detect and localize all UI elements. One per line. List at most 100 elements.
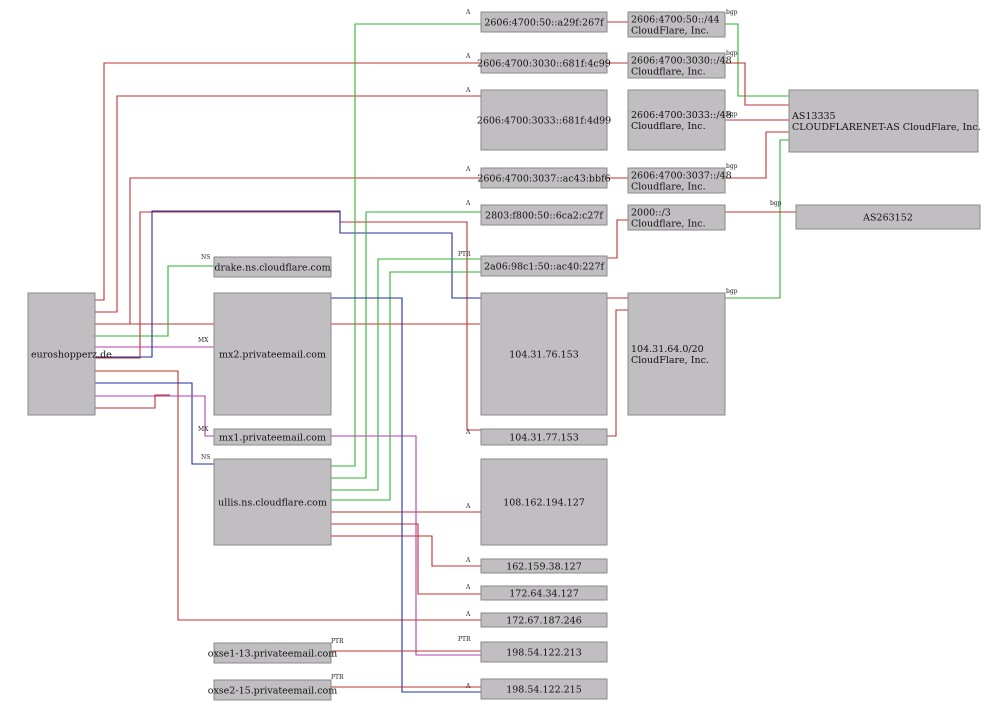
node-as2[interactable]: AS263152 [795, 204, 981, 230]
edge-28 [607, 309, 628, 437]
node-box [27, 292, 96, 416]
node-label: 2606:4700:50::a29f:267f [484, 18, 605, 29]
node-box [480, 255, 608, 277]
node-oxse1[interactable]: oxse1-13.privateemail.com [208, 642, 338, 664]
node-ip6c[interactable]: 2606:4700:3033::681f:4d99 [477, 89, 611, 151]
node-ip6d[interactable]: 2606:4700:3037::ac43:bbf6 [477, 167, 611, 189]
edges-layer: AAANSMXAANSMXAAPTRAAAAPTRPTRPTRbgpbgpbgp… [95, 9, 796, 693]
node-label: Cloudflare, Inc. [631, 67, 706, 78]
edge-label: MX [198, 337, 209, 344]
edge-4 [95, 265, 214, 337]
node-box [480, 678, 608, 700]
edge-label: A [465, 53, 471, 60]
node-ip4h[interactable]: 198.54.122.215 [480, 678, 608, 700]
node-label: AS263152 [862, 213, 913, 224]
node-box [213, 292, 332, 416]
edge-9 [95, 382, 214, 465]
edge-label: bgp [726, 288, 738, 295]
edge-13 [331, 211, 481, 479]
edge-14 [331, 258, 481, 491]
node-box [627, 167, 726, 194]
node-label: drake.ns.cloudflare.com [214, 263, 330, 274]
node-mx1[interactable]: mx1.privateemail.com [213, 428, 332, 446]
node-label: Cloudflare, Inc. [631, 219, 706, 230]
node-ip6b[interactable]: 2606:4700:3030::681f:4c99 [477, 52, 611, 74]
edge-label: A [465, 557, 471, 564]
node-box [213, 642, 332, 664]
node-label: AS13335 [791, 111, 836, 122]
node-box [795, 204, 981, 230]
node-ip4d[interactable]: 162.159.38.127 [480, 558, 608, 574]
node-box [480, 11, 608, 33]
edge-label: bgp [770, 200, 782, 207]
node-ip4a[interactable]: 104.31.76.153 [480, 292, 608, 416]
node-mx2[interactable]: mx2.privateemail.com [213, 292, 332, 416]
edge-label: PTR [331, 674, 344, 681]
node-label: oxse1-13.privateemail.com [208, 649, 338, 660]
node-label: oxse2-15.privateemail.com [208, 686, 338, 697]
node-ip4b[interactable]: 104.31.77.153 [480, 428, 608, 446]
node-ullis[interactable]: ullis.ns.cloudflare.com [213, 458, 332, 546]
node-ip4f[interactable]: 172.67.187.246 [480, 612, 608, 628]
node-ip4c[interactable]: 108.162.194.127 [480, 458, 608, 546]
edge-10 [95, 395, 214, 437]
node-box [213, 256, 332, 278]
node-ip6a[interactable]: 2606:4700:50::a29f:267f [480, 11, 608, 33]
node-label: 2606:4700:3030::681f:4c99 [477, 59, 611, 70]
node-ip4e[interactable]: 172.64.34.127 [480, 585, 608, 601]
edge-label: A [465, 429, 471, 436]
node-drake[interactable]: drake.ns.cloudflare.com [213, 256, 332, 278]
node-label: 2606:4700:3033::681f:4d99 [477, 116, 611, 127]
node-box [213, 458, 332, 546]
edge-26 [607, 219, 628, 259]
node-box [480, 585, 608, 601]
edge-label: A [465, 166, 471, 173]
edge-label: bgp [726, 111, 738, 118]
node-ip6f[interactable]: 2a06:98c1:50::ac40:227f [480, 255, 608, 277]
node-label: CloudFlare, Inc. [631, 26, 709, 37]
node-label: ullis.ns.cloudflare.com [218, 498, 327, 509]
node-box [627, 204, 726, 231]
node-label: 108.162.194.127 [503, 498, 585, 509]
node-label: mx1.privateemail.com [219, 433, 326, 444]
node-label: CLOUDFLARENET-AS CloudFlare, Inc. [792, 122, 981, 133]
edge-8 [95, 370, 481, 621]
edge-30 [725, 62, 789, 106]
node-ip4g[interactable]: 198.54.122.213 [480, 641, 608, 663]
node-label: 104.31.76.153 [509, 350, 579, 361]
node-box [480, 612, 608, 628]
edge-label: bgp [726, 50, 738, 57]
node-label: 2000::/3 [631, 208, 671, 219]
node-box [480, 458, 608, 546]
edge-label: A [465, 503, 471, 510]
edge-label: A [465, 584, 471, 591]
edge-17 [331, 523, 481, 595]
node-domain[interactable]: euroshopperz.de [27, 292, 112, 416]
node-box [788, 89, 979, 153]
node-label: mx2.privateemail.com [219, 350, 326, 361]
node-oxse2[interactable]: oxse2-15.privateemail.com [208, 679, 338, 701]
edge-label: MX [198, 426, 209, 433]
node-label: 104.31.64.0/20 [631, 344, 704, 355]
node-box [480, 292, 608, 416]
edge-32 [725, 131, 789, 179]
node-box [480, 558, 608, 574]
nodes-layer: euroshopperz.de drake.ns.cloudflare.com mx… [27, 11, 981, 701]
node-ip6e[interactable]: 2803:f800:50::6ca2:c27f [480, 204, 608, 226]
node-label: 2a06:98c1:50::ac40:227f [484, 262, 606, 273]
edge-19 [331, 297, 481, 693]
node-box [480, 167, 608, 189]
node-label: 198.54.122.213 [506, 648, 582, 659]
edge-0 [95, 62, 481, 301]
node-label: Cloudflare, Inc. [631, 182, 706, 193]
node-label: 172.64.34.127 [509, 589, 579, 600]
node-label: 162.159.38.127 [506, 562, 582, 573]
